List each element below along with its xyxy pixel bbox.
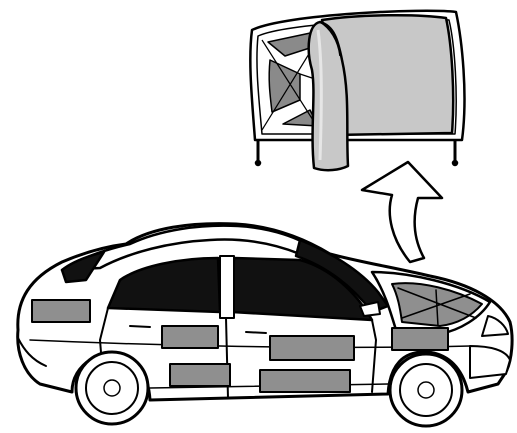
insulation-sheet	[309, 15, 453, 170]
upward-arrow-icon	[362, 162, 442, 262]
hood-hinge-right-foot	[453, 161, 457, 165]
car-door-handle-front	[246, 332, 266, 333]
panel-front-door-lower	[260, 370, 350, 392]
panel-front-fender	[392, 328, 448, 350]
car	[18, 224, 512, 426]
panel-rear-quarter	[32, 300, 90, 322]
hood-hinge-left-foot	[256, 161, 260, 165]
car-door-handle-rear	[130, 326, 150, 327]
panel-rear-door-lower	[170, 364, 230, 386]
car-b-pillar	[220, 256, 234, 318]
wheel-rear	[76, 352, 148, 424]
panel-front-door-upper	[270, 336, 354, 360]
panel-rear-door-upper	[162, 326, 218, 348]
wheel-front	[390, 354, 462, 426]
